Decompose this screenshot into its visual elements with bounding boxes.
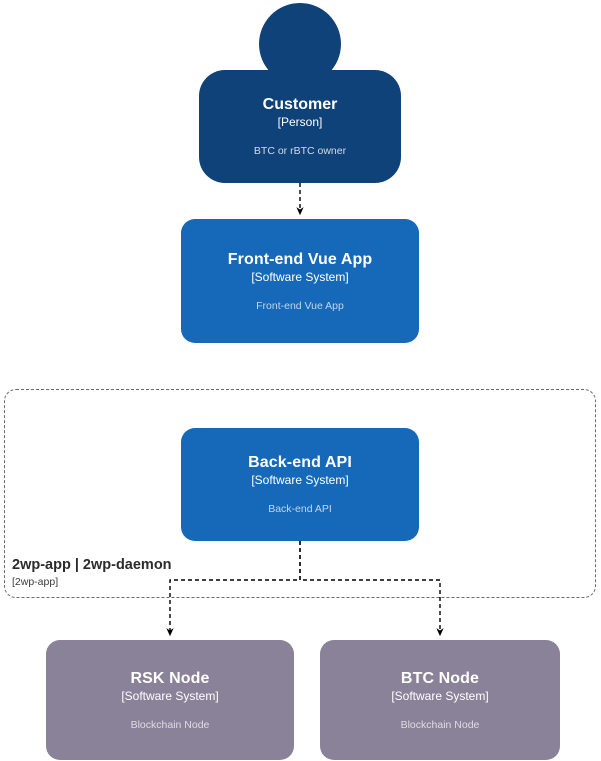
node-btc-node[interactable]: BTC Node [Software System] Blockchain No… <box>320 640 560 760</box>
node-rsk-node[interactable]: RSK Node [Software System] Blockchain No… <box>46 640 294 760</box>
node-description-frontend: Front-end Vue App <box>256 299 344 312</box>
node-type-rsk: [Software System] <box>121 688 219 703</box>
node-description-backend: Back-end API <box>268 503 332 515</box>
node-back-end-api[interactable]: Back-end API [Software System] Back-end … <box>181 428 419 541</box>
node-description-btc: Blockchain Node <box>400 718 480 731</box>
node-title-rsk: RSK Node <box>130 669 210 687</box>
node-title-customer: Customer <box>262 96 338 113</box>
node-type-frontend: [Software System] <box>251 269 349 284</box>
boundary-label-group: 2wp-app | 2wp-daemon [2wp-app] <box>12 556 172 589</box>
boundary-type: [2wp-app] <box>12 576 59 588</box>
node-front-end-vue-app[interactable]: Front-end Vue App [Software System] Fron… <box>181 219 419 343</box>
boundary-title: 2wp-app | 2wp-daemon <box>12 557 172 573</box>
node-type-btc: [Software System] <box>391 688 489 703</box>
node-title-btc: BTC Node <box>400 669 480 687</box>
node-description-customer: BTC or rBTC owner <box>253 145 347 157</box>
node-title-frontend: Front-end Vue App <box>227 250 373 268</box>
node-title-backend: Back-end API <box>248 454 352 471</box>
node-description-rsk: Blockchain Node <box>130 718 210 731</box>
node-type-customer: [Person] <box>277 115 323 129</box>
node-customer[interactable]: Customer [Person] BTC or rBTC owner <box>199 3 401 183</box>
person-body: Customer [Person] BTC or rBTC owner <box>199 70 401 183</box>
node-type-backend: [Software System] <box>251 473 349 487</box>
